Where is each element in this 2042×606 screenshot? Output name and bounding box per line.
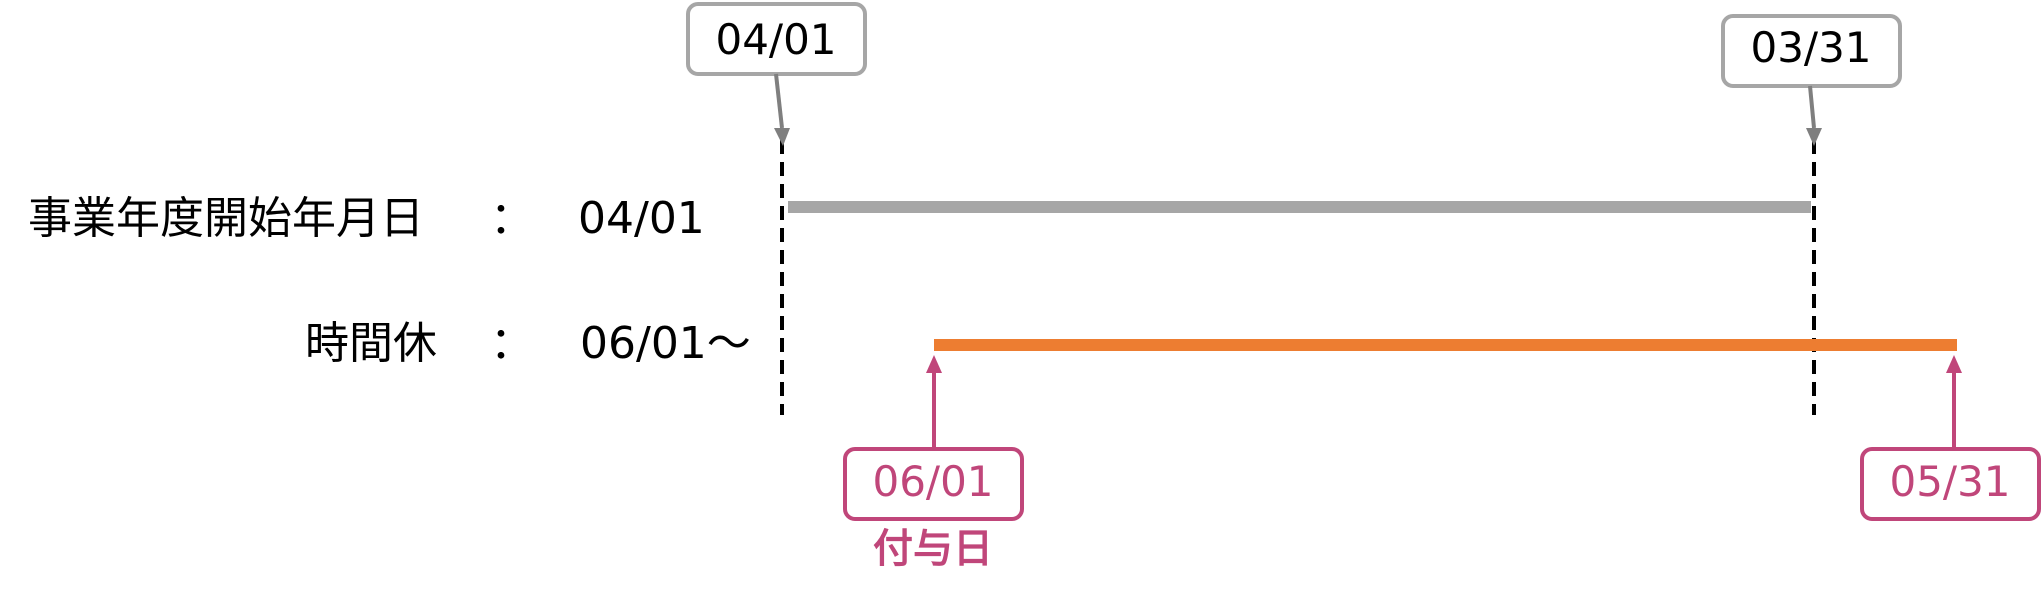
- fiscal-year-colon: ：: [490, 193, 534, 244]
- grant-day-callout-box: [843, 447, 1024, 521]
- grant-day-arrow-head: [926, 355, 942, 373]
- hourly-leave-label: 時間休: [305, 318, 437, 369]
- fiscal-year-value: 04/01: [578, 193, 705, 244]
- fiscal-end-arrow-head: [1806, 128, 1822, 146]
- fiscal-start-callout-text: 04/01: [715, 15, 836, 64]
- hourly-leave-end-arrow-head: [1946, 355, 1962, 373]
- fiscal-start-arrow-head: [774, 128, 790, 146]
- grant-day-callout-text: 06/01: [872, 457, 993, 506]
- fiscal-year-period-bar: [788, 201, 1811, 213]
- hourly-leave-end-callout-box: [1860, 447, 2041, 521]
- fiscal-end-callout-text: 03/31: [1750, 23, 1871, 72]
- hourly-leave-period-bar: [934, 339, 1957, 351]
- fiscal-start-arrow: [774, 73, 784, 129]
- fiscal-year-label: 事業年度開始年月日: [28, 193, 424, 244]
- hourly-leave-end-callout-text: 05/31: [1889, 457, 2010, 506]
- grant-day-label: 付与日: [873, 526, 993, 572]
- hourly-leave-value: 06/01～: [580, 318, 751, 369]
- fiscal-end-arrow: [1808, 85, 1816, 129]
- hourly-leave-colon: ：: [490, 318, 534, 369]
